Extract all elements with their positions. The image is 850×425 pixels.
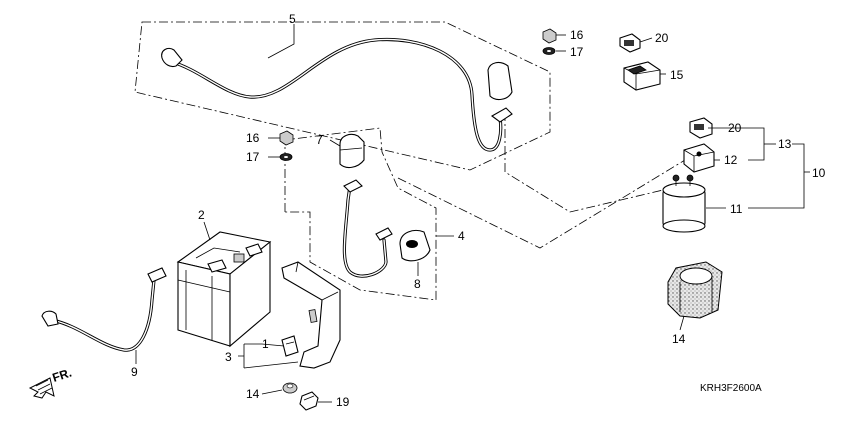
- callout-3: 3: [225, 350, 232, 364]
- cable-4: [342, 179, 393, 278]
- rubber-holder-14: [667, 261, 723, 319]
- terminal-cover-7: [339, 133, 365, 169]
- callout-10: 10: [812, 166, 826, 180]
- guide-line-relay-upper: [504, 112, 681, 213]
- band-1: [281, 335, 299, 357]
- cable-5: [161, 37, 513, 152]
- callout-15: 15: [670, 68, 684, 82]
- callout-19: 19: [336, 395, 350, 409]
- callout-20-lower: 20: [728, 121, 742, 135]
- fuse-20-lower: [689, 117, 713, 139]
- callout-18-lower: 17: [246, 150, 260, 164]
- cable-9: [41, 267, 167, 352]
- front-direction-arrow: FR.: [28, 366, 74, 399]
- callout-5: 5: [289, 12, 296, 26]
- nut-17-lower: [279, 130, 294, 146]
- fuse-20-upper: [619, 33, 641, 53]
- callout-11: 11: [730, 202, 743, 216]
- callout-7: 7: [316, 133, 323, 147]
- battery-2: [176, 231, 272, 348]
- callout-4: 4: [458, 229, 465, 243]
- callout-17-upper: 16: [570, 28, 584, 42]
- bolt-19: [299, 391, 319, 411]
- collar-16: [282, 382, 298, 394]
- callout-14: 14: [672, 332, 686, 346]
- direction-label: FR.: [51, 366, 74, 385]
- callout-17-lower: 16: [246, 131, 260, 145]
- nut-17-upper: [542, 28, 557, 44]
- callout-12: 12: [724, 153, 738, 167]
- connector-12: [683, 143, 715, 173]
- diagram-code: KRH3F2600A: [700, 383, 762, 394]
- battery-bracket-3: [281, 261, 341, 369]
- callout-16: 14: [246, 387, 260, 401]
- callout-2: 2: [198, 208, 205, 222]
- callout-13: 13: [778, 137, 792, 151]
- washer-18-upper: [542, 47, 556, 55]
- guide-line-relay: [397, 159, 686, 249]
- callout-18-upper: 17: [570, 45, 584, 59]
- callout-9: 9: [131, 365, 138, 379]
- terminal-cover-8: [399, 229, 431, 262]
- fuse-holder-15: [623, 61, 661, 91]
- group-outline-5: [134, 21, 551, 171]
- callout-8: 8: [414, 277, 421, 291]
- callout-1: 1: [262, 337, 269, 351]
- callout-20-upper: 20: [655, 31, 669, 45]
- leader-lines: [135, 24, 810, 403]
- starter-relay-11: [662, 174, 706, 233]
- washer-18-lower: [279, 153, 293, 161]
- group-outline-4: [284, 127, 437, 301]
